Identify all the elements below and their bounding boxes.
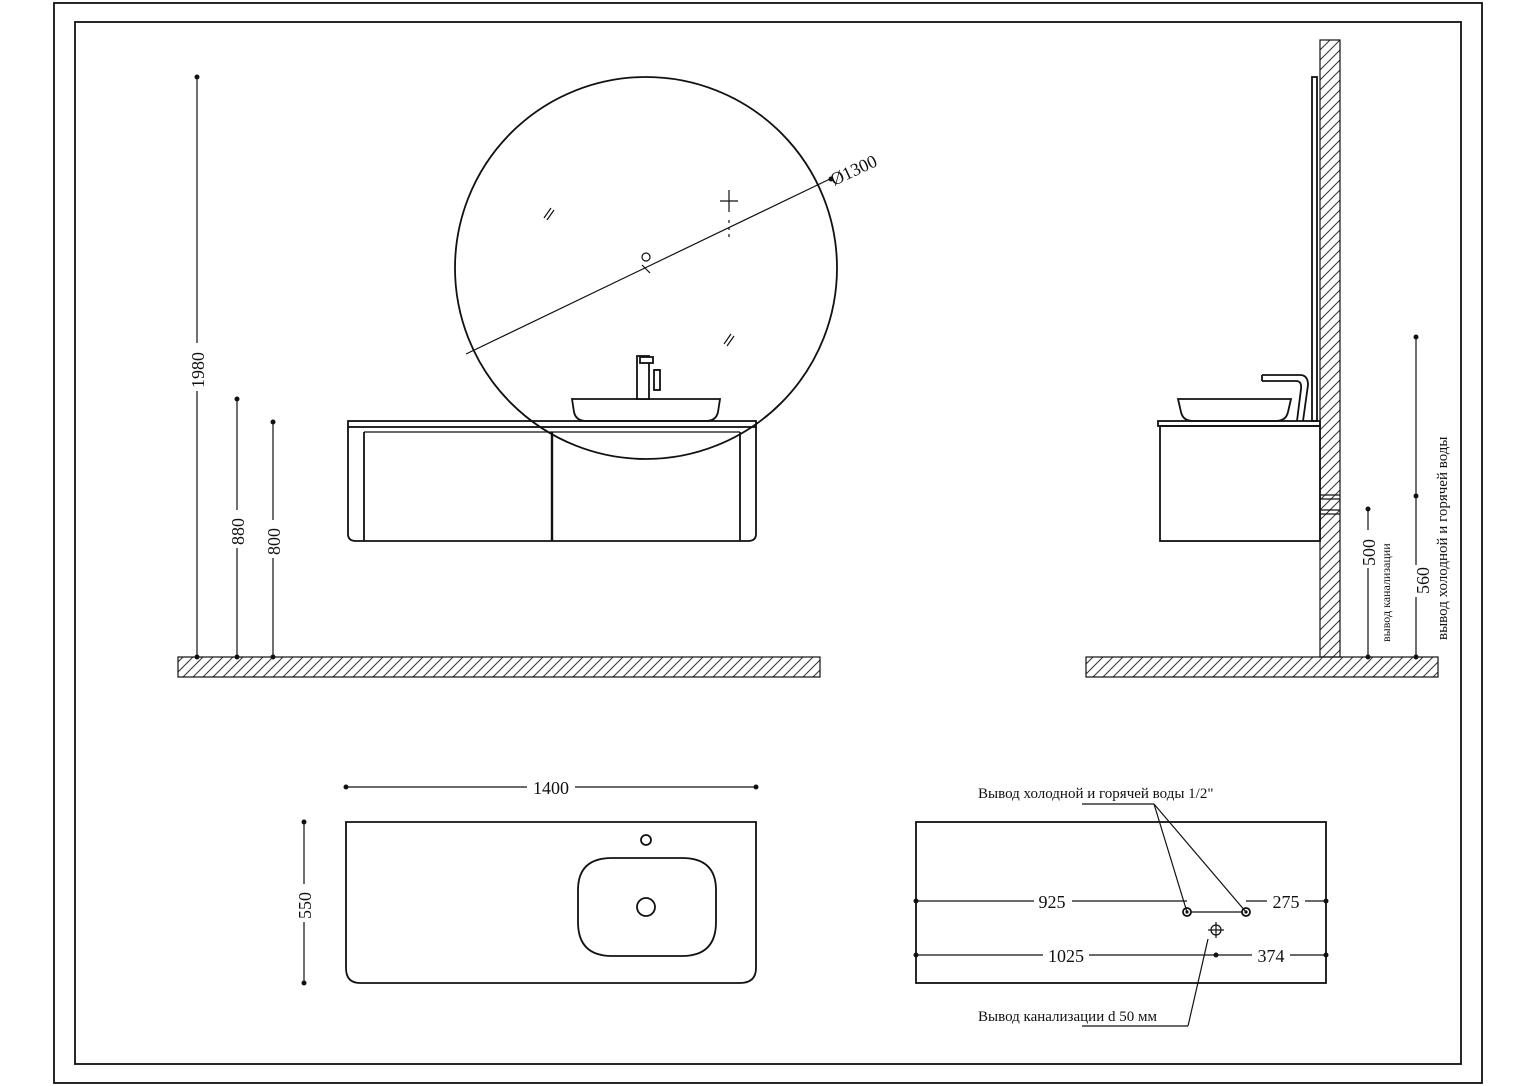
- depth-550-label: 550: [295, 892, 315, 919]
- dim-dot: [753, 784, 759, 790]
- label-bg: [293, 884, 315, 922]
- side-view: 500 вывод канализации 560 вывод холодной…: [1085, 39, 1451, 678]
- drain-height-label: 500: [1359, 539, 1379, 566]
- dim-1025-label: 1025: [1048, 946, 1084, 966]
- side-faucet-icon: [1261, 374, 1309, 422]
- drain-outlet-label: вывод канализации: [1379, 543, 1393, 642]
- width-1400-label: 1400: [533, 778, 569, 798]
- dim-dot: [913, 898, 919, 904]
- label-bg: [1405, 565, 1427, 597]
- dim-dot: [194, 654, 200, 660]
- drain-outlet-note: Вывод канализации d 50 мм: [978, 1009, 1157, 1025]
- countertop: [347, 420, 757, 428]
- dim-dot: [1413, 334, 1419, 340]
- dim-dot: [1323, 898, 1329, 904]
- dim-dot: [1413, 654, 1419, 660]
- dim-dot: [270, 654, 276, 660]
- faucet-icon: [636, 355, 661, 400]
- dim-925-label: 925: [1039, 892, 1066, 912]
- dim-dot: [270, 419, 276, 425]
- label-bg: [1252, 944, 1290, 966]
- outer-frame: [53, 2, 1483, 1084]
- top-view: 1400 550: [293, 776, 759, 986]
- water-height-label: 560: [1413, 567, 1433, 594]
- water-outlet-label: вывод холодной и горячей воды: [1435, 436, 1451, 640]
- label-bg: [1267, 890, 1305, 912]
- height-800-label: 800: [264, 528, 284, 555]
- dim-dot: [301, 819, 307, 825]
- basin-top-outline: [577, 857, 717, 957]
- wall-hatch: [1319, 39, 1341, 658]
- height-880-label: 880: [228, 518, 248, 545]
- drain-hole: [636, 897, 656, 917]
- dim-dot: [1365, 506, 1371, 512]
- dim-374-label: 374: [1258, 946, 1285, 966]
- dim-dot: [234, 396, 240, 402]
- label-bg: [186, 343, 208, 391]
- label-bg: [1043, 944, 1089, 966]
- mirror-glare-icon: [543, 190, 738, 347]
- dim-dot: [913, 952, 919, 958]
- dim-dot: [234, 654, 240, 660]
- label-bg: [527, 776, 575, 798]
- dim-dot: [194, 74, 200, 80]
- dim-dot: [1413, 493, 1419, 499]
- floor-hatch: [1085, 656, 1439, 678]
- dim-dot: [828, 176, 834, 182]
- mirror-side: [1311, 76, 1318, 422]
- side-basin: [1176, 398, 1293, 422]
- label-bg: [1034, 890, 1072, 912]
- countertop-top-outline: [345, 821, 757, 984]
- mirror-diameter-label: Ø1300: [827, 151, 880, 190]
- dim-dot: [343, 784, 349, 790]
- leader-line: [1153, 803, 1247, 913]
- dim-dot: [1323, 952, 1329, 958]
- outlet-center: [1244, 910, 1248, 914]
- floor-hatch: [177, 656, 821, 678]
- diameter-line: [465, 177, 833, 355]
- label-bg: [262, 520, 284, 558]
- vessel-basin: [570, 398, 722, 422]
- label-bg: [226, 510, 248, 548]
- dim-dot: [301, 980, 307, 986]
- height-1980-label: 1980: [188, 352, 208, 388]
- dim-dot: [1365, 654, 1371, 660]
- dim-275-label: 275: [1273, 892, 1300, 912]
- round-mirror: [454, 76, 838, 460]
- outlet-center: [1185, 910, 1189, 914]
- water-outlet-note: Вывод холодной и горячей воды 1/2": [978, 786, 1213, 802]
- dim-dot: [1213, 952, 1219, 958]
- front-view: Ø1300 1980: [177, 74, 880, 678]
- leader-line: [1153, 803, 1188, 913]
- plan-view: Вывод холодной и горячей воды 1/2" 925 2…: [913, 786, 1329, 1027]
- inner-frame: [74, 21, 1462, 1065]
- label-bg: [1357, 530, 1379, 568]
- side-cabinet: [1159, 425, 1321, 542]
- tap-hole: [640, 834, 652, 846]
- leader-line: [1187, 938, 1209, 1027]
- drain-symbol-icon: [1208, 922, 1224, 938]
